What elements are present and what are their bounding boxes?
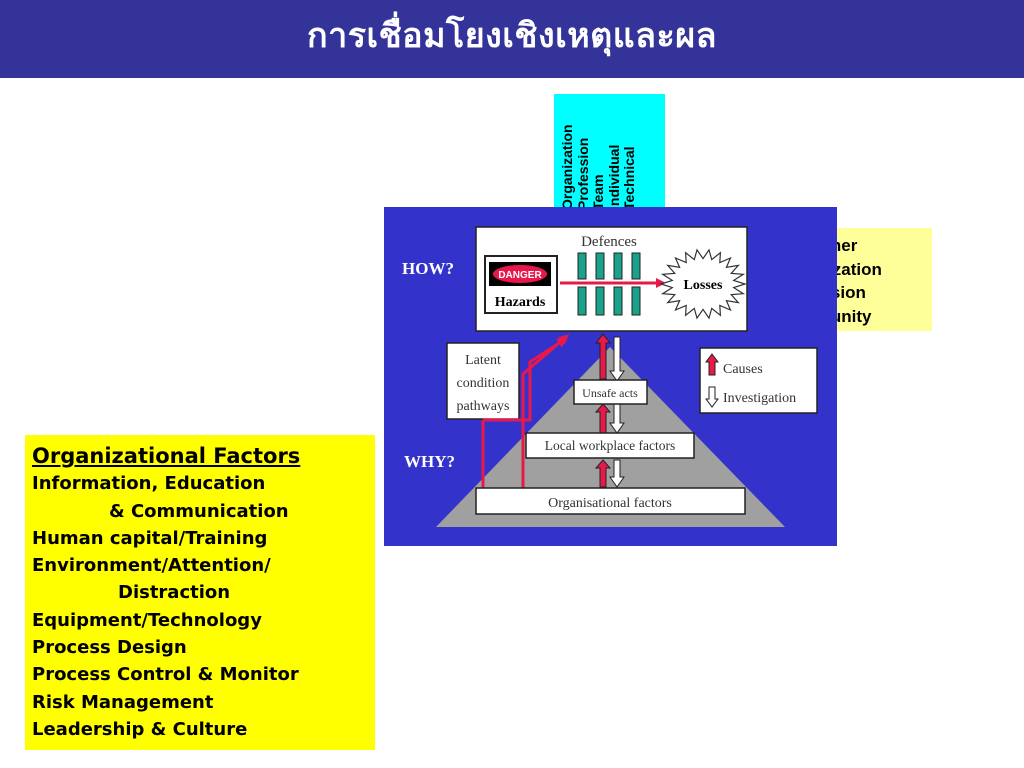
latent-path-arrow: [483, 337, 568, 422]
system-levels-box: Organization Profession Team Individual …: [554, 94, 665, 218]
factors-heading: Organizational Factors: [32, 444, 301, 468]
page-title: การเชื่อมโยงเชิงเหตุและผล: [307, 16, 717, 56]
legend-causes-icon: [705, 353, 719, 376]
level-item: Team: [590, 174, 606, 210]
defence-bar: [631, 252, 641, 280]
cause-investigation-arrows: [594, 333, 625, 488]
hazards-label: Hazards: [495, 295, 546, 310]
factor-line: & Communication: [109, 500, 289, 522]
factor-line: Process Control & Monitor: [32, 664, 299, 686]
factor-line: Equipment/Technology: [32, 609, 262, 631]
latent-line: pathways: [457, 399, 510, 414]
defence-bar: [595, 286, 605, 316]
danger-label: DANGER: [498, 270, 542, 281]
factor-line: Distraction: [118, 582, 231, 604]
local-factors-box: [525, 432, 695, 459]
defence-layers: [577, 252, 641, 316]
why-label: WHY?: [404, 452, 455, 471]
org-factors-box: [475, 487, 746, 515]
investigation-arrow-down: [609, 403, 625, 434]
latent-conditions-box: [446, 342, 520, 420]
legend-box: [699, 347, 818, 414]
accident-causation-diagram: HOW? WHY? Defences DANGER Hazards Losses: [384, 207, 837, 546]
losses-starburst: [659, 248, 747, 320]
how-label: HOW?: [402, 259, 454, 278]
losses-label: Losses: [684, 278, 723, 293]
legend-causes-label: Causes: [723, 362, 763, 377]
defence-bar: [613, 286, 623, 316]
defence-bar: [595, 252, 605, 280]
unsafe-acts-box: [573, 379, 648, 405]
investigation-arrow-down: [609, 336, 625, 382]
factor-line: Process Design: [32, 637, 187, 659]
factor-line: Leadership & Culture: [32, 718, 248, 740]
title-bar: [0, 0, 1024, 78]
factor-line: Environment/Attention/: [32, 555, 271, 577]
defence-bar: [577, 286, 587, 316]
latent-line: condition: [457, 376, 510, 391]
level-item: Organization: [559, 124, 575, 210]
diagram-svg: HOW? WHY? Defences DANGER Hazards Losses: [384, 207, 837, 546]
defence-bar: [577, 252, 587, 280]
level-item: Profession: [574, 137, 591, 210]
danger-oval: [493, 265, 547, 283]
unsafe-acts-label: Unsafe acts: [582, 386, 638, 400]
defences-label: Defences: [581, 234, 637, 250]
org-factors-label: Organisational factors: [548, 496, 672, 511]
factor-line: Information, Education: [32, 473, 266, 495]
latent-line: Latent: [465, 353, 501, 368]
investigation-arrow-down: [609, 459, 625, 488]
factor-line: Human capital/Training: [32, 527, 268, 549]
causes-arrow-up: [594, 459, 612, 488]
legend-investigation-label: Investigation: [723, 391, 796, 406]
legend-investigation-icon: [705, 386, 719, 408]
local-factors-label: Local workplace factors: [545, 438, 675, 453]
causes-arrow-up: [594, 333, 612, 380]
latent-path-arrow: [521, 334, 570, 489]
organizational-factors-box: Organizational Factors Information, Educ…: [25, 435, 375, 750]
defence-bar: [613, 252, 623, 280]
factor-line: Risk Management: [32, 691, 214, 713]
system-levels-list: Organization Profession Team Individual …: [554, 94, 665, 218]
level-item: Technical: [621, 146, 637, 210]
defence-bar: [631, 286, 641, 316]
level-item: Individual: [605, 144, 622, 210]
